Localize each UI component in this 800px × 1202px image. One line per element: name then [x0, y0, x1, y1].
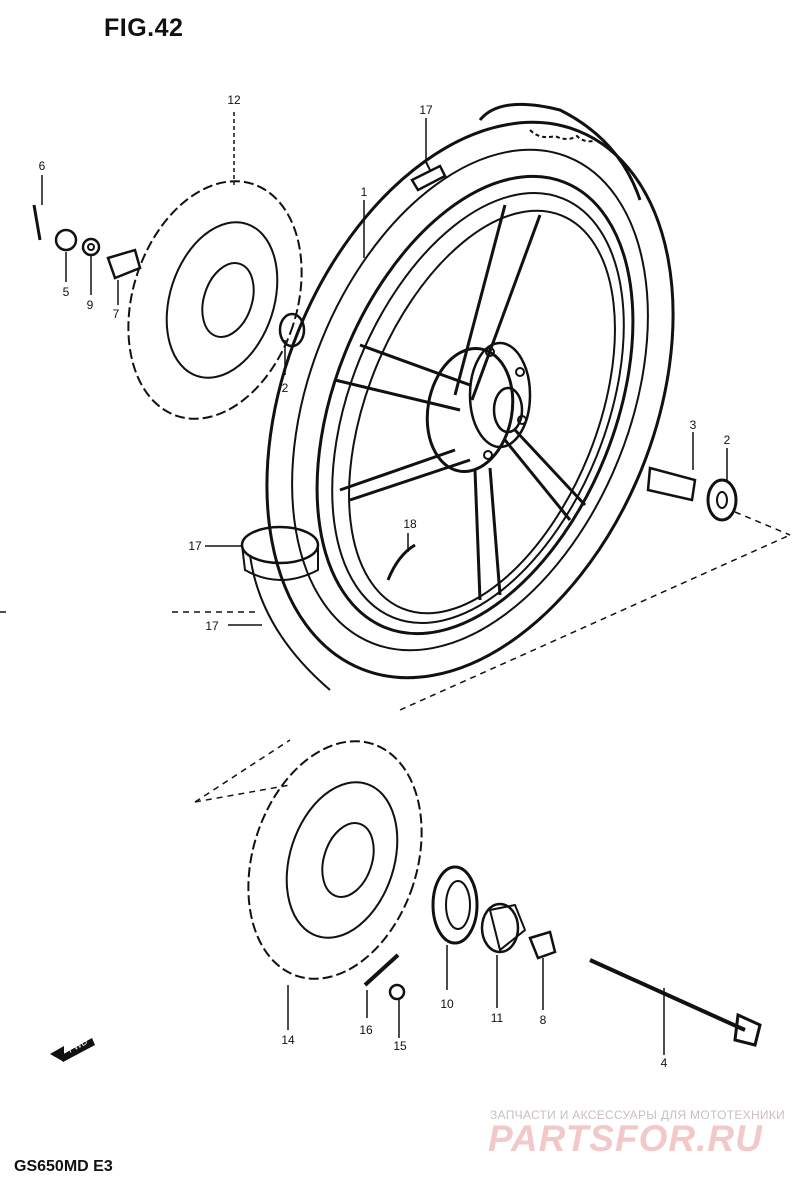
callout-1: 1 — [360, 185, 368, 199]
valve-cap-upper — [410, 159, 447, 192]
watermark-brand: PARTSFOR.RU — [488, 1118, 763, 1159]
fwd-arrow-icon — [50, 1038, 95, 1062]
bolt-14 — [388, 983, 406, 1001]
callout-3: 3 — [689, 418, 697, 432]
figure-title: FIG.42 — [104, 14, 184, 42]
model-code: GS650MD E3 — [14, 1158, 113, 1175]
callout-7: 7 — [112, 307, 120, 321]
watermark-subtitle: ЗАПЧАСТИ И АКСЕССУАРЫ ДЛЯ МОТОТЕХНИКИ — [490, 1108, 786, 1122]
spacer-3 — [646, 466, 697, 502]
callout-18: 18 — [403, 517, 417, 531]
balance-weight — [386, 543, 416, 581]
wheel-spokes — [334, 204, 587, 601]
callout-4: 4 — [660, 1056, 668, 1070]
dust-seal-10 — [431, 865, 479, 945]
callout-15: 16 — [359, 1023, 373, 1037]
callout-8: 8 — [539, 1013, 547, 1027]
callout-14: 15 — [393, 1039, 407, 1053]
wheel-hub — [425, 341, 532, 473]
callout-9: 9 — [86, 298, 94, 312]
callout-17-lower: 17 — [188, 539, 202, 553]
wheel-rim — [315, 174, 635, 636]
leader-lines — [41, 112, 728, 1055]
callout-2-upper: 2 — [281, 381, 289, 395]
callout-12: 12 — [227, 93, 241, 107]
callout-11: 11 — [490, 1011, 504, 1025]
lock-washer-15 — [363, 953, 400, 987]
brake-disc-lower — [247, 740, 423, 980]
callout-5: 5 — [62, 285, 70, 299]
cotter-pin — [32, 204, 42, 241]
bearing-2-right — [706, 478, 738, 522]
callout-17-upper: 17 — [419, 103, 433, 117]
guide-lines — [0, 511, 791, 803]
nut-5 — [54, 228, 78, 252]
callout-10: 10 — [440, 997, 454, 1011]
callout-13: 14 — [281, 1033, 295, 1047]
bearing-2-upper — [278, 312, 306, 348]
speedometer-gearbox-11 — [480, 902, 527, 954]
axle-4 — [589, 958, 762, 1047]
brake-disc-upper — [127, 180, 303, 420]
spacer-7 — [106, 248, 142, 280]
callout-2-right: 2 — [723, 433, 731, 447]
tire — [249, 102, 675, 691]
washer-9 — [81, 237, 101, 257]
callout-16: 17 — [205, 619, 219, 633]
valve-lower — [240, 525, 320, 581]
spacer-8 — [528, 930, 557, 960]
callout-6: 6 — [38, 159, 46, 173]
